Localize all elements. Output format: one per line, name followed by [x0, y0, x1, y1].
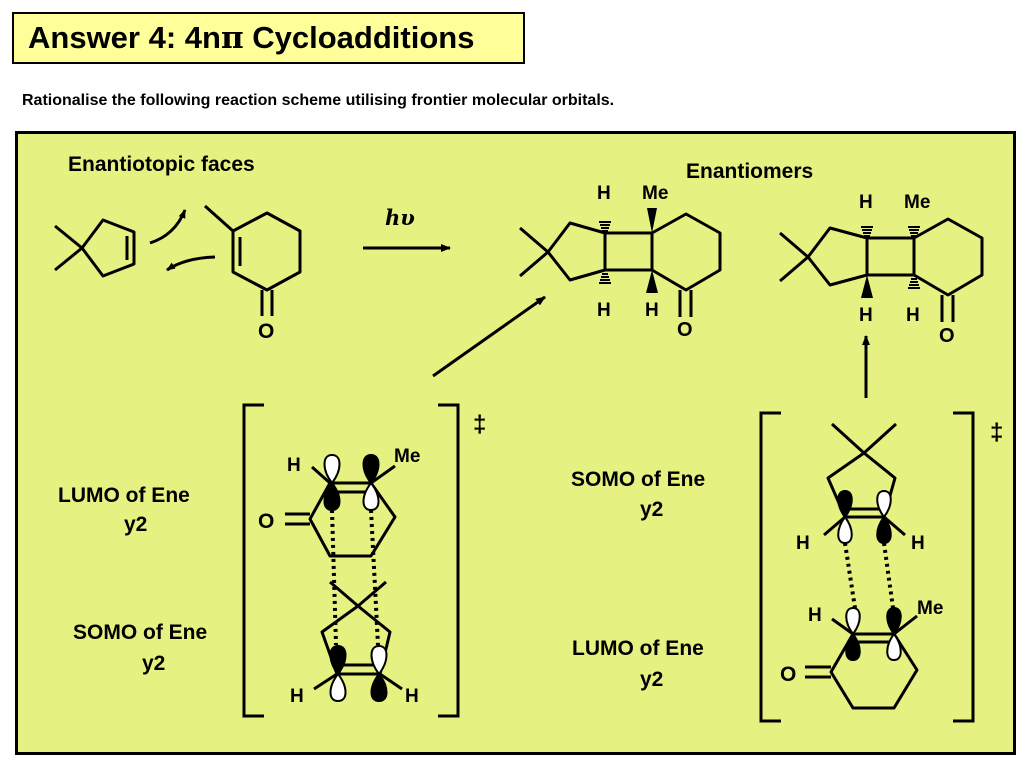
product-2-structure	[779, 217, 984, 322]
right-ts-h-left: H	[796, 533, 810, 554]
left-lumo-label-line2: y2	[124, 513, 147, 536]
left-somo-label-line2: y2	[142, 652, 165, 675]
left-ts-h-bottom-left: H	[290, 686, 304, 707]
title-box: Answer 4: 4nπ Cycloadditions	[12, 12, 525, 64]
left-ts-enone-orbitals	[323, 453, 380, 512]
left-somo-label-line1: SOMO of Ene	[73, 621, 207, 644]
product-1-h-top: H	[597, 183, 611, 204]
left-lumo-label-line1: LUMO of Ene	[58, 484, 190, 507]
right-ts-dotted-bonds	[843, 542, 895, 609]
right-ts-dagger: ‡	[990, 419, 1003, 446]
right-somo-label-line1: SOMO of Ene	[571, 468, 705, 491]
left-ts-h: H	[287, 455, 301, 476]
product-1-h-bottom-left: H	[597, 300, 611, 321]
product-1-stereo-bonds	[599, 221, 611, 284]
left-ts-oxygen: O	[258, 510, 274, 533]
right-ts-brackets	[759, 411, 975, 723]
cyclohexenone-structure	[204, 204, 302, 316]
left-ts-enone	[285, 464, 397, 558]
light-label: hυ	[385, 205, 415, 230]
left-ts-me: Me	[394, 446, 420, 467]
left-ts-h-bottom-right: H	[405, 686, 419, 707]
right-ts-h-right: H	[911, 533, 925, 554]
product-1-me: Me	[642, 183, 668, 204]
right-ts-enone-orbitals	[845, 606, 902, 662]
left-ts-cyclopentene	[313, 580, 403, 691]
enantiomers-label: Enantiomers	[686, 160, 813, 183]
product-2-me: Me	[904, 192, 930, 213]
ts1-to-product-arrow	[432, 295, 546, 378]
right-ts-enone	[805, 614, 919, 710]
left-ts-dotted-bonds	[330, 509, 380, 646]
product-2-h-bottom-left: H	[859, 305, 873, 326]
cyclopentene-structure	[54, 218, 136, 278]
left-ts-dagger: ‡	[473, 411, 486, 438]
right-ts-ene-orbitals	[837, 489, 892, 545]
product-2-h-top: H	[859, 192, 873, 213]
left-ts-brackets	[242, 403, 460, 718]
product-2-oxygen: O	[939, 325, 955, 347]
title-pi-symbol: π	[220, 20, 244, 56]
title-prefix: Answer 4: 4n	[28, 20, 221, 55]
product-1-wedge-me	[647, 208, 657, 233]
enone-oxygen-label: O	[258, 320, 274, 343]
right-ts-oxygen: O	[780, 663, 796, 686]
product-1-h-bottom-right: H	[645, 300, 659, 321]
left-ts-ene-orbitals	[329, 644, 388, 703]
product-1-oxygen: O	[677, 319, 693, 341]
right-lumo-label-line2: y2	[640, 668, 663, 691]
face-approach-arrows	[149, 209, 216, 272]
right-somo-label-line2: y2	[640, 498, 663, 521]
product-1-wedge	[646, 270, 658, 293]
product-2-wedge	[861, 275, 873, 298]
right-ts-cyclopentene	[823, 422, 906, 537]
product-2-stereo-bonds	[861, 226, 920, 289]
right-lumo-label-line1: LUMO of Ene	[572, 637, 704, 660]
product-1-structure	[519, 212, 722, 317]
title-suffix: Cycloadditions	[243, 20, 475, 55]
right-ts-me: Me	[917, 598, 943, 619]
product-2-h-bottom-right: H	[906, 305, 920, 326]
enantiotopic-faces-label: Enantiotopic faces	[68, 153, 255, 176]
right-ts-h-enone: H	[808, 605, 822, 626]
instruction-text: Rationalise the following reaction schem…	[22, 92, 615, 109]
page-title: Answer 4: 4nπ Cycloadditions	[28, 20, 474, 56]
